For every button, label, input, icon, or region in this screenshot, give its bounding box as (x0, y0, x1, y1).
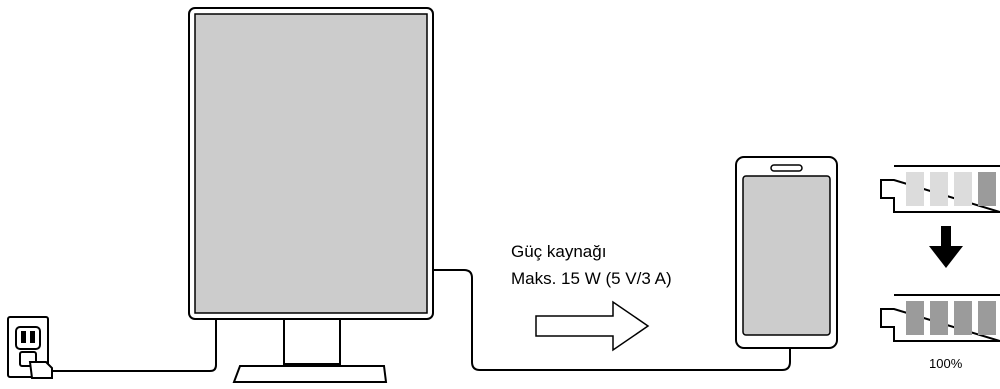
battery-cell (906, 301, 924, 335)
battery-percent-label: 100% (929, 356, 963, 371)
power-cable (52, 320, 217, 372)
usb-cable-icon (433, 269, 791, 371)
smartphone-icon (735, 156, 838, 349)
battery-cell (930, 301, 948, 335)
battery-partial-icon (880, 165, 1000, 213)
power-spec-label: Maks. 15 W (5 V/3 A) (511, 269, 672, 288)
battery-cell (906, 172, 924, 206)
wall-outlet-icon (7, 316, 53, 379)
monitor-icon (188, 7, 434, 383)
battery-cell (954, 172, 972, 206)
battery-cell (930, 172, 948, 206)
power-supply-label: Güç kaynağı (511, 242, 607, 261)
battery-cell (954, 301, 972, 335)
battery-full-icon (880, 294, 1000, 342)
battery-cell (978, 172, 996, 206)
arrow-right-icon (535, 300, 650, 352)
battery-cell (978, 301, 996, 335)
arrow-down-icon (929, 226, 963, 268)
